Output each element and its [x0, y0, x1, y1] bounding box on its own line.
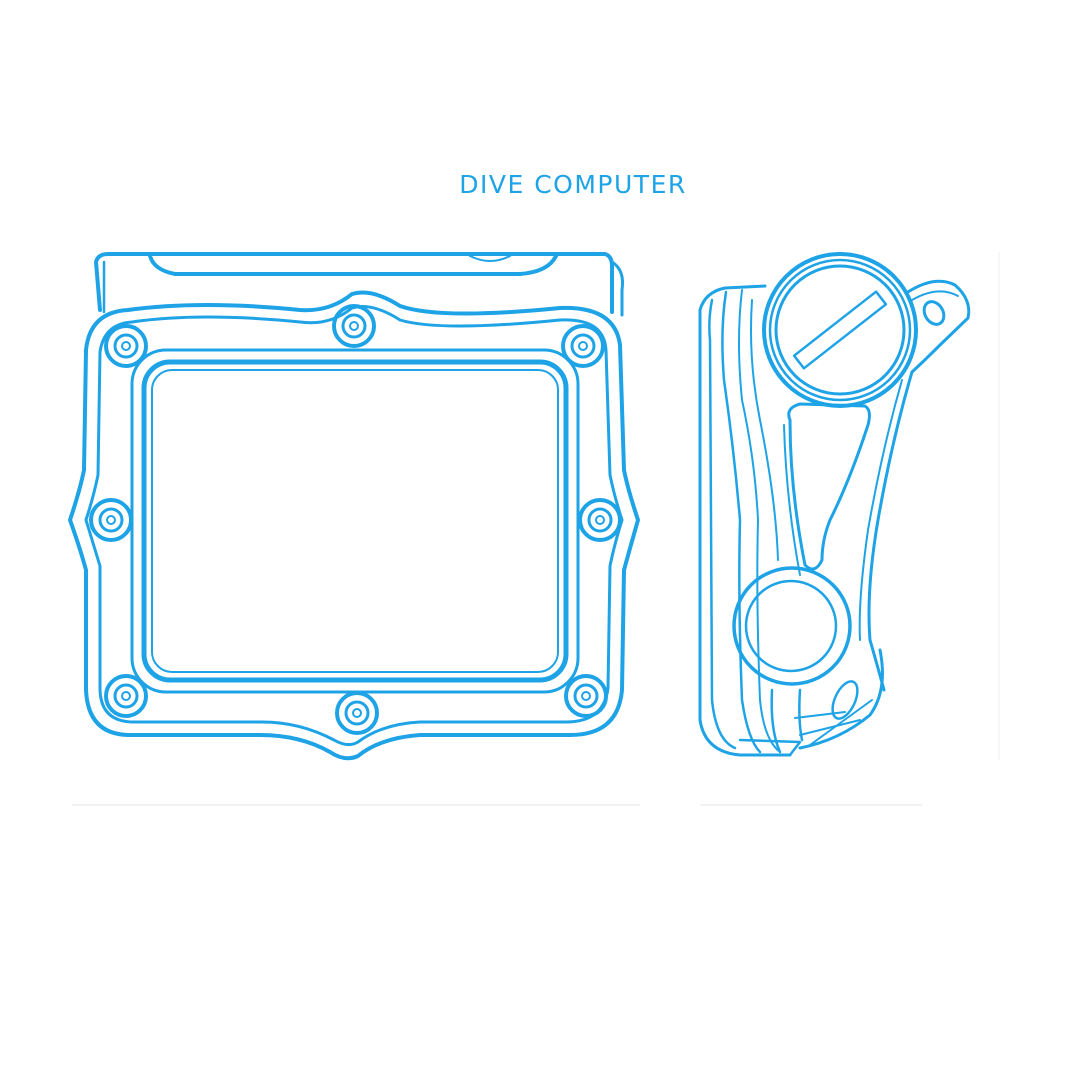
side-body-outline: [698, 284, 792, 757]
front-view: [68, 252, 640, 761]
screw-icon: [564, 674, 608, 718]
screw-icon: [104, 324, 148, 368]
side-cutout: [787, 402, 871, 571]
battery-cap: [762, 252, 918, 408]
side-view: [698, 252, 971, 757]
screen-inner-edge: [151, 369, 559, 673]
side-button: [732, 566, 852, 754]
outer-bezel: [68, 290, 640, 761]
screw-icon: [335, 691, 379, 735]
diagram-title: DIVE COMPUTER: [459, 170, 687, 199]
screen-outer-frame: [130, 348, 580, 694]
screw-icon: [578, 498, 622, 542]
screen-window: [141, 359, 569, 683]
top-housing-band: [94, 252, 624, 317]
bottom-lug: [738, 648, 884, 757]
cap-slot: [792, 290, 888, 370]
strap-lug: [858, 279, 971, 692]
screw-icon: [104, 674, 148, 718]
screw-icon: [89, 498, 133, 542]
screw-icon: [332, 304, 376, 348]
screw-icon: [561, 324, 605, 368]
screws: [89, 304, 622, 735]
